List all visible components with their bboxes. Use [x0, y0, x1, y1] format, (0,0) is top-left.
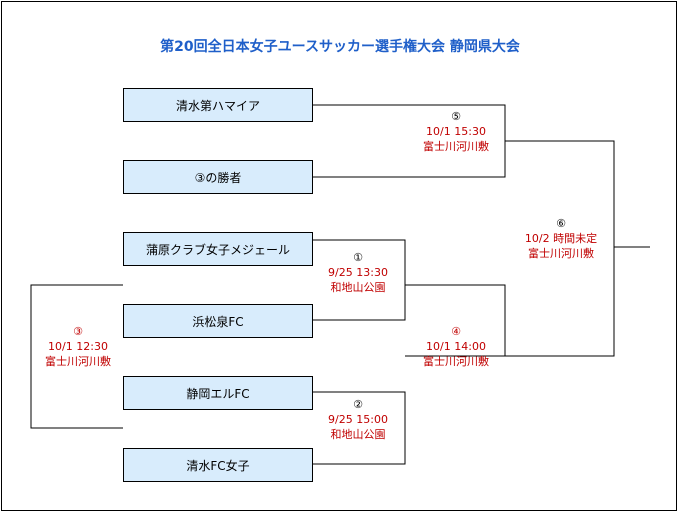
match-time: 10/1 14:00 — [426, 340, 486, 353]
match-venue: 富士川河川敷 — [45, 355, 111, 368]
match-time: 10/1 12:30 — [48, 340, 108, 353]
match-4-label: ④ 10/1 14:00 富士川河川敷 — [396, 324, 516, 369]
match-3-label: ③ 10/1 12:30 富士川河川敷 — [18, 324, 138, 369]
match-6-label: ⑥ 10/2 時間未定 富士川河川敷 — [501, 216, 621, 261]
match-5-label: ⑤ 10/1 15:30 富士川河川敷 — [396, 109, 516, 154]
page-title: 第20回全日本女子ユースサッカー選手権大会 静岡県大会 — [160, 39, 520, 55]
bracket-line-m2 — [313, 391, 406, 465]
match-venue: 和地山公園 — [330, 428, 386, 441]
match-number: ② — [353, 398, 363, 411]
team-box: 清水第ハマイア — [123, 88, 313, 122]
bracket-line-m4 — [405, 284, 506, 357]
match-time: 10/1 15:30 — [426, 125, 486, 138]
match-time: 9/25 13:30 — [328, 266, 388, 279]
match-number: ⑥ — [556, 217, 566, 230]
match-time: 9/25 15:00 — [328, 413, 388, 426]
match-number: ① — [353, 251, 363, 264]
match-venue: 和地山公園 — [330, 281, 386, 294]
team-box: ③の勝者 — [123, 160, 313, 194]
bracket-line-m3 — [30, 284, 123, 429]
match-2-label: ② 9/25 15:00 和地山公園 — [298, 397, 418, 442]
bracket-line-m6 — [505, 140, 615, 357]
team-box: 静岡エルFC — [123, 376, 313, 410]
match-venue: 富士川河川敷 — [423, 140, 489, 153]
team-box: 清水FC女子 — [123, 448, 313, 482]
match-number: ④ — [451, 325, 461, 338]
match-time: 10/2 時間未定 — [524, 232, 598, 245]
team-box: 浜松泉FC — [123, 304, 313, 338]
match-venue: 富士川河川敷 — [528, 247, 594, 260]
match-venue: 富士川河川敷 — [423, 355, 489, 368]
team-box: 蒲原クラブ女子メジェール — [123, 232, 313, 266]
match-number: ⑤ — [451, 110, 461, 123]
bracket-line-m1 — [313, 239, 406, 321]
match-1-label: ① 9/25 13:30 和地山公園 — [298, 250, 418, 295]
match-number: ③ — [73, 325, 83, 338]
